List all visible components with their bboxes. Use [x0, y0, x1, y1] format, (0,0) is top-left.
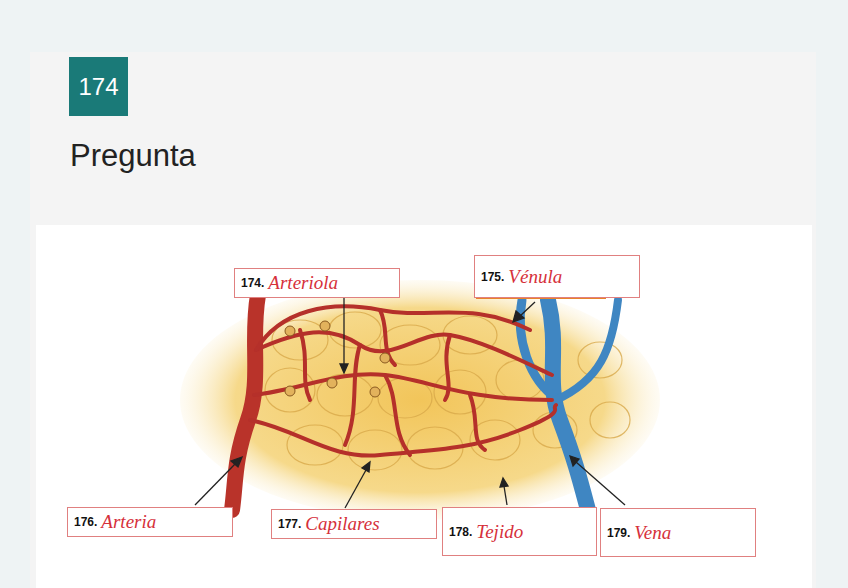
answer-text: Arteria — [101, 511, 156, 533]
badge-number: 174 — [78, 73, 118, 101]
callout-number: 175. — [481, 270, 504, 284]
answer-text: Vénula — [508, 266, 562, 288]
answer-text: Arteriola — [268, 272, 338, 294]
answer-box: 177. Capilares — [271, 509, 437, 539]
callout-number: 174. — [241, 276, 264, 290]
answer-box: 176. Arteria — [67, 507, 233, 537]
question-number-badge: 174 — [69, 57, 128, 116]
answer-box: 174. Arteriola — [234, 268, 400, 298]
answer-text: Vena — [634, 522, 671, 544]
callout-number: 177. — [278, 517, 301, 531]
callout-number: 178. — [449, 525, 472, 539]
answer-box: 178. Tejido — [442, 507, 597, 556]
callout-number: 176. — [74, 515, 97, 529]
callout-number: 179. — [607, 526, 630, 540]
answer-text: Tejido — [476, 521, 523, 543]
answer-box: 179. Vena — [600, 508, 756, 557]
heading: Pregunta — [70, 138, 196, 174]
answer-box: 175. Vénula — [474, 255, 640, 298]
answer-text: Capilares — [305, 513, 379, 535]
